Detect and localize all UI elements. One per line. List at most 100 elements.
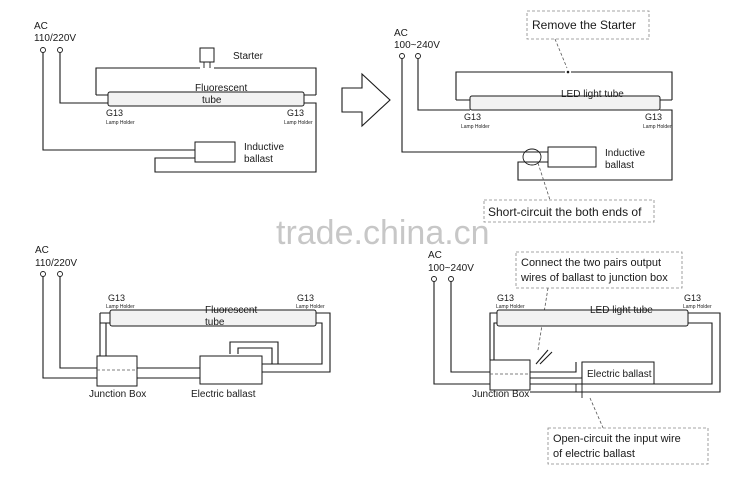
d2-callout-top-pointer: [554, 38, 568, 69]
d2-tube-label: LED light tube: [561, 89, 624, 100]
d4-ballast-box: [581, 361, 655, 385]
d2-wire-left: [401, 59, 548, 153]
d2-callout-top-box: [526, 10, 650, 40]
d1-starter-box: [199, 47, 215, 63]
d4-terminal-2: [448, 276, 454, 282]
watermark: trade.china.cn: [276, 214, 490, 252]
d4-voltage-label: 100~240V: [428, 263, 474, 274]
d3-junction-label: Junction Box: [89, 389, 146, 400]
d1-wire-right: [154, 102, 317, 173]
d4-wire-right: [450, 282, 490, 373]
d3-wire-left: [42, 277, 97, 379]
d2-tube: [469, 95, 661, 111]
diagram-fluorescent-electronic: AC 110/220V Fluorescent tube G13 Lamp Ho…: [35, 245, 331, 400]
d4-right-holder: G13: [684, 293, 701, 303]
d4-callout-bottom-box: [547, 427, 709, 465]
d2-left-holder: G13: [464, 112, 481, 122]
d1-tube: [107, 91, 305, 107]
d4-callout-top-2: wires of ballast to junction box: [520, 272, 668, 284]
d4-left-holder-sub: Lamp Holder: [496, 304, 525, 310]
d1-ballast-label-1: Inductive: [244, 142, 284, 153]
d3-ballast-label: Electric ballast: [191, 389, 256, 400]
d2-callout-bottom-box: [483, 199, 655, 223]
d3-ac-label: AC: [35, 245, 49, 256]
d1-starter-label: Starter: [233, 51, 264, 62]
d1-terminal-2: [57, 47, 63, 53]
diagram-led-inductive: Remove the Starter AC 100~240V LED light…: [394, 10, 673, 223]
d3-tube: [109, 309, 317, 327]
d3-voltage-label: 110/220V: [35, 258, 77, 269]
d2-wire-removed-starter: [455, 71, 673, 100]
d3-left-holder-sub: Lamp Holder: [106, 304, 135, 310]
d2-left-holder-sub: Lamp Holder: [461, 124, 490, 130]
d3-wire-tube-right: [262, 312, 331, 373]
d2-starter-gap: [566, 70, 570, 74]
d2-ballast-label-1: Inductive: [605, 148, 645, 159]
d1-tube-label-2: tube: [202, 95, 222, 106]
d4-callout-bottom-pointer: [589, 397, 605, 431]
d2-wire-tube-left: [417, 59, 470, 111]
d2-voltage-label: 100~240V: [394, 40, 440, 51]
d4-wire-tube-left: [489, 312, 497, 360]
d2-terminal-1: [399, 53, 405, 59]
d4-right-holder-sub: Lamp Holder: [683, 304, 712, 310]
d4-tube-label: LED light tube: [590, 305, 653, 316]
d1-wire-tube-left: [59, 53, 108, 104]
d1-tube-label-1: Fluorescent: [195, 83, 247, 94]
d3-wire-right: [59, 277, 97, 369]
d4-wire-junction-short: [535, 349, 553, 365]
d3-right-holder: G13: [297, 293, 314, 303]
d3-wire-output: [229, 341, 279, 364]
d2-terminal-2: [415, 53, 421, 59]
d1-ac-label: AC: [34, 21, 48, 32]
d3-junction-box: [96, 355, 138, 387]
d4-ac-label: AC: [428, 250, 442, 261]
d3-left-holder: G13: [108, 293, 125, 303]
conversion-arrow: [341, 72, 391, 128]
d2-ac-label: AC: [394, 28, 408, 39]
d1-wire-left: [42, 53, 195, 151]
d2-ballast-box: [547, 146, 597, 168]
d4-terminal-1: [431, 276, 437, 282]
d3-tube-label-2: tube: [205, 317, 225, 328]
d4-tube: [496, 309, 689, 327]
d1-left-holder-sub: Lamp Holder: [106, 120, 135, 126]
d3-ballast-box: [199, 355, 263, 385]
d2-callout-top: Remove the Starter: [532, 18, 636, 32]
d3-wire-tube-left: [99, 312, 110, 368]
d1-ballast-label-2: ballast: [244, 154, 273, 165]
d4-junction-box: [489, 359, 531, 391]
d3-tube-label-1: Fluorescent: [205, 305, 257, 316]
d1-right-holder: G13: [287, 108, 304, 118]
d2-callout-bottom: Short-circuit the both ends of: [488, 205, 642, 219]
d4-callout-top-1: Connect the two pairs output: [521, 257, 661, 269]
d4-ballast-input-open: [575, 384, 583, 398]
d3-terminal-1: [40, 271, 46, 277]
d4-callout-bottom-2: of electric ballast: [553, 448, 635, 460]
d1-right-holder-sub: Lamp Holder: [284, 120, 313, 126]
d3-right-holder-sub: Lamp Holder: [296, 304, 325, 310]
d3-terminal-2: [57, 271, 63, 277]
d2-ballast-label-2: ballast: [605, 160, 634, 171]
d2-right-holder: G13: [645, 112, 662, 122]
d4-ballast-label: Electric ballast: [587, 369, 652, 380]
d1-voltage-label: 110/220V: [34, 33, 76, 44]
d1-terminal-1: [40, 47, 46, 53]
d4-left-holder: G13: [497, 293, 514, 303]
d4-wire-left: [433, 282, 490, 385]
d1-wire-starter-loop: [95, 67, 317, 95]
d4-junction-label: Junction Box: [472, 389, 529, 400]
d2-right-holder-sub: Lamp Holder: [643, 124, 672, 130]
diagram-fluorescent-inductive: AC 110/220V Starter Fluorescent tube G13…: [34, 21, 317, 173]
d2-short-loop: [522, 148, 542, 166]
d3-wire-junction-ballast: [137, 367, 200, 379]
d4-callout-top-box: [515, 251, 683, 289]
d1-left-holder: G13: [106, 108, 123, 118]
d1-starter-pins: [203, 62, 211, 68]
d4-callout-bottom-1: Open-circuit the input wire: [553, 433, 681, 445]
d2-callout-bottom-pointer: [537, 162, 551, 201]
d4-wire-output-pairs: [530, 362, 583, 379]
diagram-led-electronic: Connect the two pairs output wires of ba…: [428, 250, 721, 465]
